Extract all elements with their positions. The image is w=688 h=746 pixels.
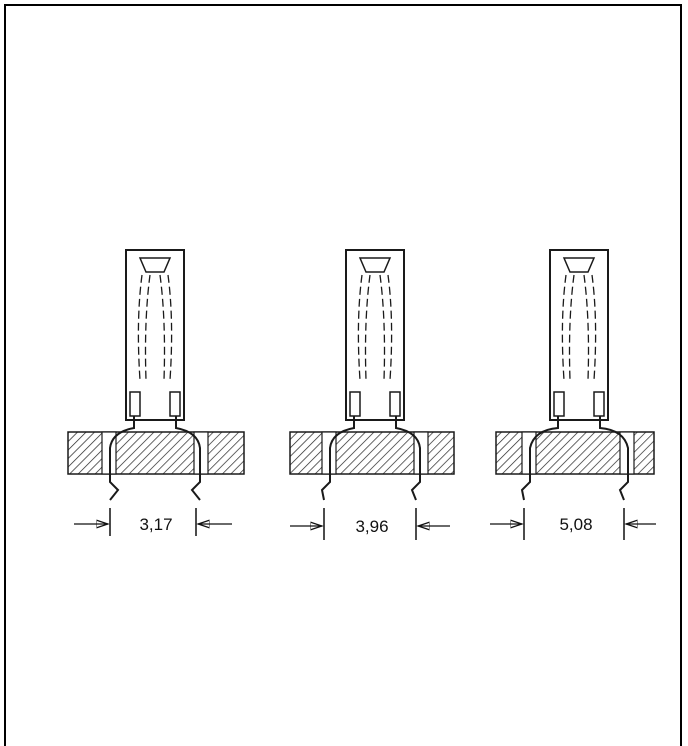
housing-body [125,249,185,421]
pitch-label: 3,96 [355,517,388,536]
connector-variant-2: 3,96 [289,249,455,540]
housing-body [549,249,609,421]
connector-variant-1: 3,17 [67,249,245,536]
housing-body [345,249,405,421]
pcb-section [289,431,455,475]
pcb-section [67,431,245,475]
pitch-label: 3,17 [139,515,172,534]
pitch-label: 5,08 [559,515,592,534]
connector-variant-3: 5,08 [490,249,656,540]
drawing-frame [4,4,682,746]
